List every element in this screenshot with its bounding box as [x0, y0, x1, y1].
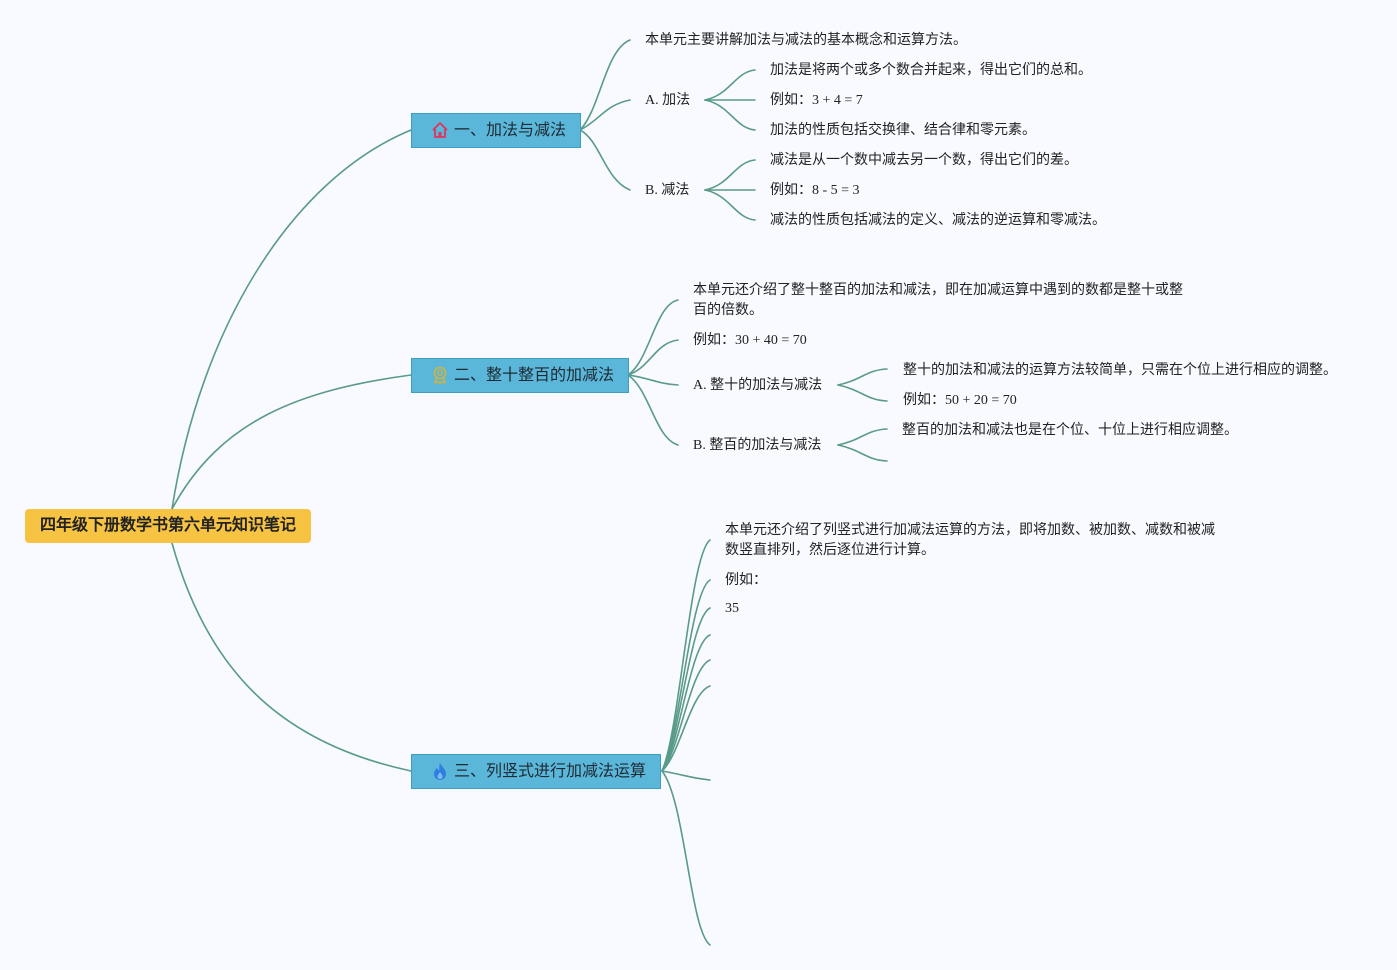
branch-1-sub-b-title[interactable]: B. 减法	[645, 183, 690, 198]
link-b1-intro	[579, 39, 631, 131]
branch-2-example: 例如：30 + 40 = 70	[693, 333, 807, 348]
branch-2-title: 二、整十整百的加减法	[454, 367, 615, 384]
link-b2-example	[627, 339, 679, 376]
branch-1-intro: 本单元主要讲解加法与减法的基本概念和运算方法。	[645, 33, 967, 48]
branch-2-sub-a-title[interactable]: A. 整十的加法与减法	[693, 378, 823, 393]
branch-2-sub-a-item-1: 整十的加法和减法的运算方法较简单，只需在个位上进行相应的调整。	[903, 363, 1337, 378]
link-b3-empty-5	[661, 770, 711, 946]
branch-2-sub-b-item-1: 整百的加法和减法也是在个位、十位上进行相应调整。	[902, 423, 1238, 438]
link-b1b-3	[704, 189, 756, 221]
link-b1a-1	[704, 69, 756, 101]
root-node[interactable]: 四年级下册数学书第六单元知识笔记	[25, 509, 311, 543]
branch-1-sub-b-item-2: 例如：8 - 5 = 3	[770, 183, 860, 198]
link-b2-sub-a	[627, 374, 679, 386]
link-b2a-1	[837, 368, 888, 386]
link-b2b-2	[837, 444, 888, 462]
link-b3-empty-2	[661, 659, 711, 772]
link-b2-intro	[627, 299, 679, 376]
link-b3-empty-3	[661, 685, 711, 772]
branch-1-sub-b-item-1: 减法是从一个数中减去另一个数，得出它们的差。	[770, 153, 1078, 168]
branch-1-sub-a-item-2: 例如：3 + 4 = 7	[770, 93, 863, 108]
branch-2-sub-a-item-2: 例如：50 + 20 = 70	[903, 393, 1017, 408]
link-b3-number	[661, 607, 711, 772]
flame-icon	[430, 760, 450, 780]
branch-3-node[interactable]: 三、列竖式进行加减法运算	[411, 754, 661, 789]
branch-2-sub-b-title[interactable]: B. 整百的加法与减法	[693, 438, 822, 453]
link-root-branch-1	[171, 129, 412, 510]
branch-1-sub-a-item-1: 加法是将两个或多个数合并起来，得出它们的总和。	[770, 63, 1092, 78]
branch-3-example-label: 例如：	[725, 573, 767, 588]
link-b2-sub-b	[627, 374, 679, 446]
branch-2-intro: 本单元还介绍了整十整百的加法和减法，即在加减运算中遇到的数都是整十或整百的倍数。	[693, 283, 1183, 318]
branch-3-intro: 本单元还介绍了列竖式进行加减法运算的方法，即将加数、被加数、减数和被减数竖直排列…	[725, 523, 1215, 558]
link-b3-intro	[661, 539, 711, 772]
link-b2a-2	[837, 384, 888, 402]
branch-1-sub-a-item-3: 加法的性质包括交换律、结合律和零元素。	[770, 123, 1036, 138]
branch-1-title: 一、加法与减法	[454, 122, 567, 139]
link-b1-sub-a	[579, 99, 631, 131]
link-b1-sub-b	[579, 129, 631, 191]
branch-1-sub-b-item-3: 减法的性质包括减法的定义、减法的逆运算和零减法。	[770, 213, 1106, 228]
link-b1a-3	[704, 99, 756, 131]
link-b3-empty-4	[661, 770, 711, 781]
link-b3-empty-1	[661, 634, 711, 772]
branch-2-node[interactable]: 二、整十整百的加减法	[411, 358, 629, 393]
link-root-branch-2	[171, 374, 412, 510]
medal-icon	[430, 364, 450, 385]
link-root-branch-3	[171, 542, 412, 772]
branch-3-title: 三、列竖式进行加减法运算	[454, 763, 647, 780]
branch-1-sub-a-title[interactable]: A. 加法	[645, 93, 691, 108]
link-b1b-1	[704, 159, 756, 191]
branch-3-number: 35	[725, 601, 739, 616]
link-b2b-1	[837, 428, 888, 446]
house-icon	[430, 119, 450, 139]
branch-1-node[interactable]: 一、加法与减法	[411, 113, 581, 148]
